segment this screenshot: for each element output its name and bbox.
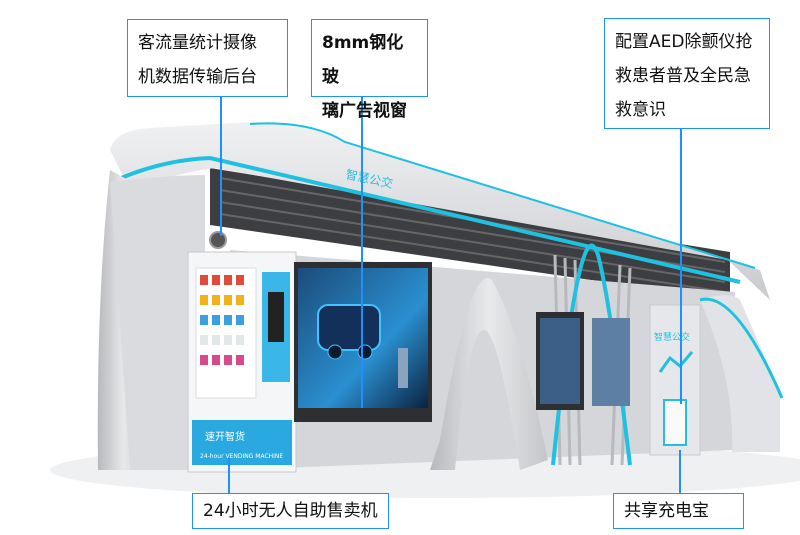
callout-charger-text: 共享充电宝	[624, 501, 709, 521]
callout-vending: 24小时无人自助售卖机	[192, 493, 389, 529]
glass-pointer-line	[361, 96, 363, 408]
info-panel: 智慧公交	[649, 304, 701, 456]
callout-aed: 配置AED除颤仪抢 救患者普及全民急 救意识	[604, 18, 770, 129]
center-arch	[430, 278, 548, 470]
callout-aed-line1: 配置AED除颤仪抢	[615, 32, 753, 52]
callout-glass: 8mm钢化玻 璃广告视窗	[311, 19, 428, 121]
aed-pointer-line	[680, 128, 682, 404]
callout-glass-line2: 璃广告视窗	[322, 101, 407, 121]
shelter-roof	[110, 121, 770, 301]
charger-kiosk	[663, 399, 687, 446]
callout-aed-line2: 救患者普及全民急	[615, 66, 751, 86]
vending-subtitle-text: 24-hour VENDING MACHINE	[200, 453, 283, 460]
vending-machine: 速开智货 24-hour VENDING MACHINE	[187, 251, 297, 473]
vending-pointer-line	[228, 458, 230, 494]
ad-screen-main	[294, 262, 432, 422]
ad-screen-secondary	[536, 312, 630, 410]
vending-logo-text: 速开智货	[205, 430, 245, 443]
callout-camera-line1: 客流量统计摄像	[138, 33, 257, 53]
charger-pointer-line	[679, 450, 681, 494]
panel-sign-text: 智慧公交	[654, 331, 690, 343]
callout-glass-line1: 8mm钢化玻	[322, 33, 404, 87]
left-column-face	[110, 175, 205, 470]
camera-device	[209, 231, 227, 249]
right-end-column	[700, 295, 780, 452]
callout-aed-line3: 救意识	[615, 100, 666, 120]
camera-pointer-line	[220, 96, 222, 236]
callout-vending-text: 24小时无人自助售卖机	[203, 501, 378, 521]
callout-camera: 客流量统计摄像 机数据传输后台	[127, 19, 288, 97]
callout-camera-line2: 机数据传输后台	[138, 67, 257, 87]
callout-charger: 共享充电宝	[613, 493, 744, 529]
